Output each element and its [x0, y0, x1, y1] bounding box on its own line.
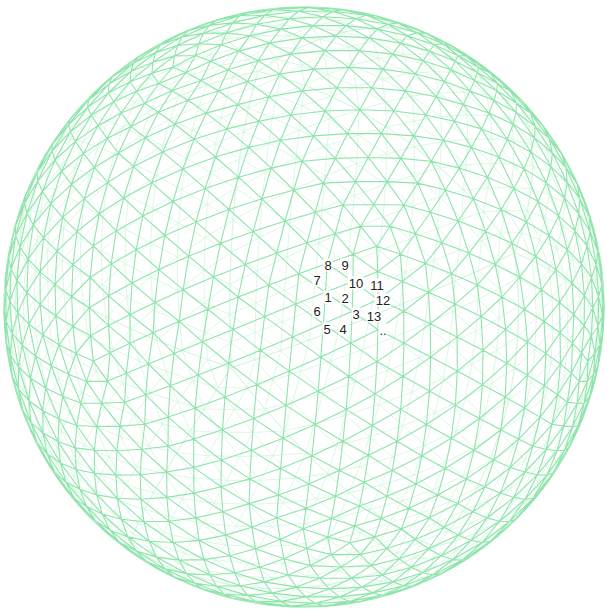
callout-number: ..	[378, 324, 387, 337]
callout-number: 13	[366, 310, 382, 323]
callout-number: 11	[369, 279, 385, 292]
callout-number: 3	[351, 308, 360, 321]
sphere-outline	[4, 7, 604, 607]
callout-number: 4	[338, 323, 347, 336]
callout-number: 10	[348, 277, 364, 290]
callout-number: 5	[322, 323, 331, 336]
front-wireframe	[4, 7, 604, 606]
callout-number: 7	[312, 274, 321, 287]
callout-number: 12	[375, 294, 391, 307]
callout-number: 6	[312, 305, 321, 318]
callout-number: 9	[340, 259, 349, 272]
callout-number: 1	[323, 291, 332, 304]
back-wireframe	[4, 7, 604, 606]
callout-number: 8	[323, 259, 332, 272]
callout-number: 2	[340, 292, 349, 305]
